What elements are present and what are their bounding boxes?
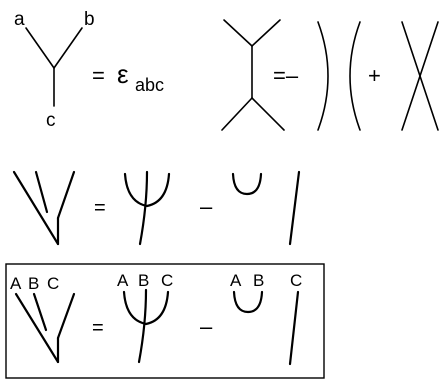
label-C-left: C [47,274,59,293]
label-A-right: A [230,271,242,290]
through-strand [138,170,149,246]
single-strand [288,170,301,246]
label-B-right: B [253,271,264,290]
label-A-mid: A [117,271,129,290]
label-C-right: C [290,271,302,290]
equals-minus-sign: =– [273,63,299,88]
left-facing-arc [349,21,361,131]
tree-leg-b [34,170,49,214]
boxed-cup-arc [122,290,170,326]
minus-sign-row2: – [200,194,213,219]
h-graph [221,19,285,131]
equals-sign-row3: = [92,317,104,339]
label-A-left: A [10,274,22,293]
double-vertex-tree [12,170,76,246]
plus-sign: + [368,63,381,88]
epsilon-symbol: ε [117,59,129,89]
boxed-single-strand [288,290,300,366]
equals-sign-row2: = [94,197,106,219]
label-B-mid: B [138,271,149,290]
boxed-double-vertex-tree [14,292,76,364]
cup-with-strand [123,170,171,246]
boxed-tree-leg-b [32,292,48,332]
small-cup-arc [231,172,263,196]
h-graph-bottom-left-leg [221,97,253,131]
h-graph-top-left-leg [223,19,253,47]
two-arcs-graph [317,21,361,131]
h-graph-bottom-right-leg [251,97,285,131]
epsilon-subscript: abc [135,75,164,95]
boxed-tree-leg-a [14,292,60,364]
h-graph-top-right-leg [251,19,281,47]
cup-arc [123,172,171,208]
vertex-label-a: a [14,9,25,30]
vertex-label-c: c [46,110,56,131]
equals-sign: = [92,63,105,88]
minus-sign-row3: – [200,314,213,339]
boxed-cup-with-strand [122,288,170,364]
boxed-through-strand [137,288,148,364]
boxed-tree-leg-c [56,292,76,340]
right-facing-arc [317,21,329,131]
label-B-left: B [28,274,39,293]
tree-leg-a [12,170,60,246]
boxed-small-cup-arc [232,290,264,314]
crossing-line-down-left [401,21,439,131]
vertex-label-b: b [84,9,95,30]
boxed-identity-frame [5,263,325,379]
crossing-graph [401,21,439,131]
vertex-leg-a [25,27,55,69]
tree-leg-c [56,170,76,220]
trivalent-vertex [25,27,83,107]
vertex-leg-b [53,27,83,69]
boxed-cap-and-strand [232,290,300,366]
label-C-mid: C [161,271,173,290]
cap-and-strand [231,170,301,246]
